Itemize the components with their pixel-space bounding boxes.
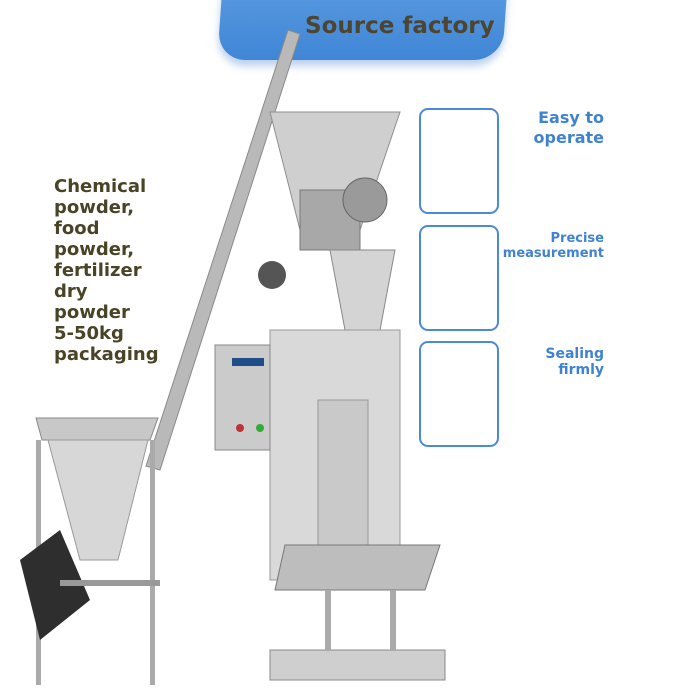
roller-conveyor [269,544,446,681]
feature-label-easy-operate: Easy to operate [533,108,604,147]
feature-box-easy-operate [419,108,499,214]
feature-label-precise-measurement: Precise measurement [502,231,604,261]
feature-box-precise-measurement [419,225,499,331]
motor [342,177,388,223]
feeding-hopper [20,417,160,685]
control-panel [214,344,271,451]
product-description: Chemical powder, food powder, fertilizer… [54,176,159,365]
feature-box-sealing [419,341,499,447]
banner-title: Source factory [305,13,495,39]
screw-conveyor [145,29,301,471]
feature-label-sealing: Sealing firmly [545,346,604,378]
